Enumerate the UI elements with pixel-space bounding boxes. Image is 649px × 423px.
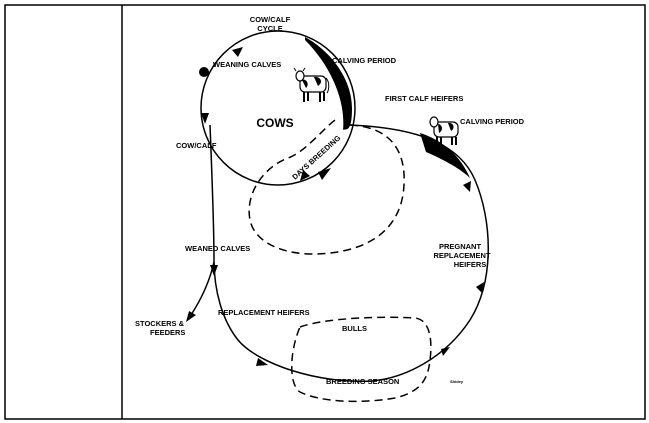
- label-weaning-calves: WEANING CALVES: [213, 60, 281, 69]
- calving-period-crescent-2: [420, 133, 470, 178]
- label-pregnant-2: REPLACEMENT: [433, 251, 491, 260]
- label-replacement-heifers: REPLACEMENT HEIFERS: [218, 308, 310, 317]
- cow-calf-cycle-circle: [200, 30, 356, 186]
- days-breeding-arrow: [318, 168, 331, 180]
- label-stockers-2: FEEDERS: [150, 328, 185, 337]
- cow-icon: [429, 116, 459, 145]
- calving-period-crescent-1: [305, 37, 352, 130]
- label-cows: COWS: [256, 116, 293, 130]
- label-stockers-1: STOCKERS &: [135, 319, 185, 328]
- label-pregnant-3: HEIFERS: [454, 260, 487, 269]
- label-pregnant-1: PREGNANT: [439, 242, 482, 251]
- label-cow-calf: COW/CALF: [176, 141, 217, 150]
- label-first-calf-heifers: FIRST CALF HEIFERS: [385, 94, 463, 103]
- days-breeding-dashed-loop: [248, 119, 405, 255]
- label-cow-calf-cycle-2: CYCLE: [257, 24, 282, 33]
- loop-arrow-bottom-left: [256, 358, 268, 366]
- stockers-branch: [190, 261, 215, 316]
- cycle-arrow-bottom: [300, 170, 310, 181]
- stockers-arrow: [186, 311, 196, 322]
- loop-arrow-bottom-right: [441, 347, 450, 356]
- loop-arrow-right: [476, 282, 484, 293]
- replacement-heifer-loop: [209, 124, 489, 383]
- label-cow-calf-cycle-1: COW/CALF: [250, 15, 291, 24]
- loop-arrow-calving: [463, 181, 471, 192]
- outer-frame: [4, 4, 646, 420]
- label-calving-period-2: CALVING PERIOD: [460, 117, 525, 126]
- loop-arrow-weaned: [210, 265, 218, 276]
- weaning-calves-dot: [199, 67, 209, 77]
- cycle-arrow-left: [201, 113, 209, 124]
- label-bulls: BULLS: [342, 324, 367, 333]
- label-weaned-calves: WEANED CALVES: [185, 244, 250, 253]
- label-breeding-season: BREEDING SEASON: [326, 377, 399, 386]
- cow-icon: [293, 67, 330, 102]
- label-signature: Shidey: [450, 379, 464, 384]
- label-calving-period-1: CALVING PERIOD: [332, 56, 397, 65]
- cycle-arrow-top: [232, 47, 243, 57]
